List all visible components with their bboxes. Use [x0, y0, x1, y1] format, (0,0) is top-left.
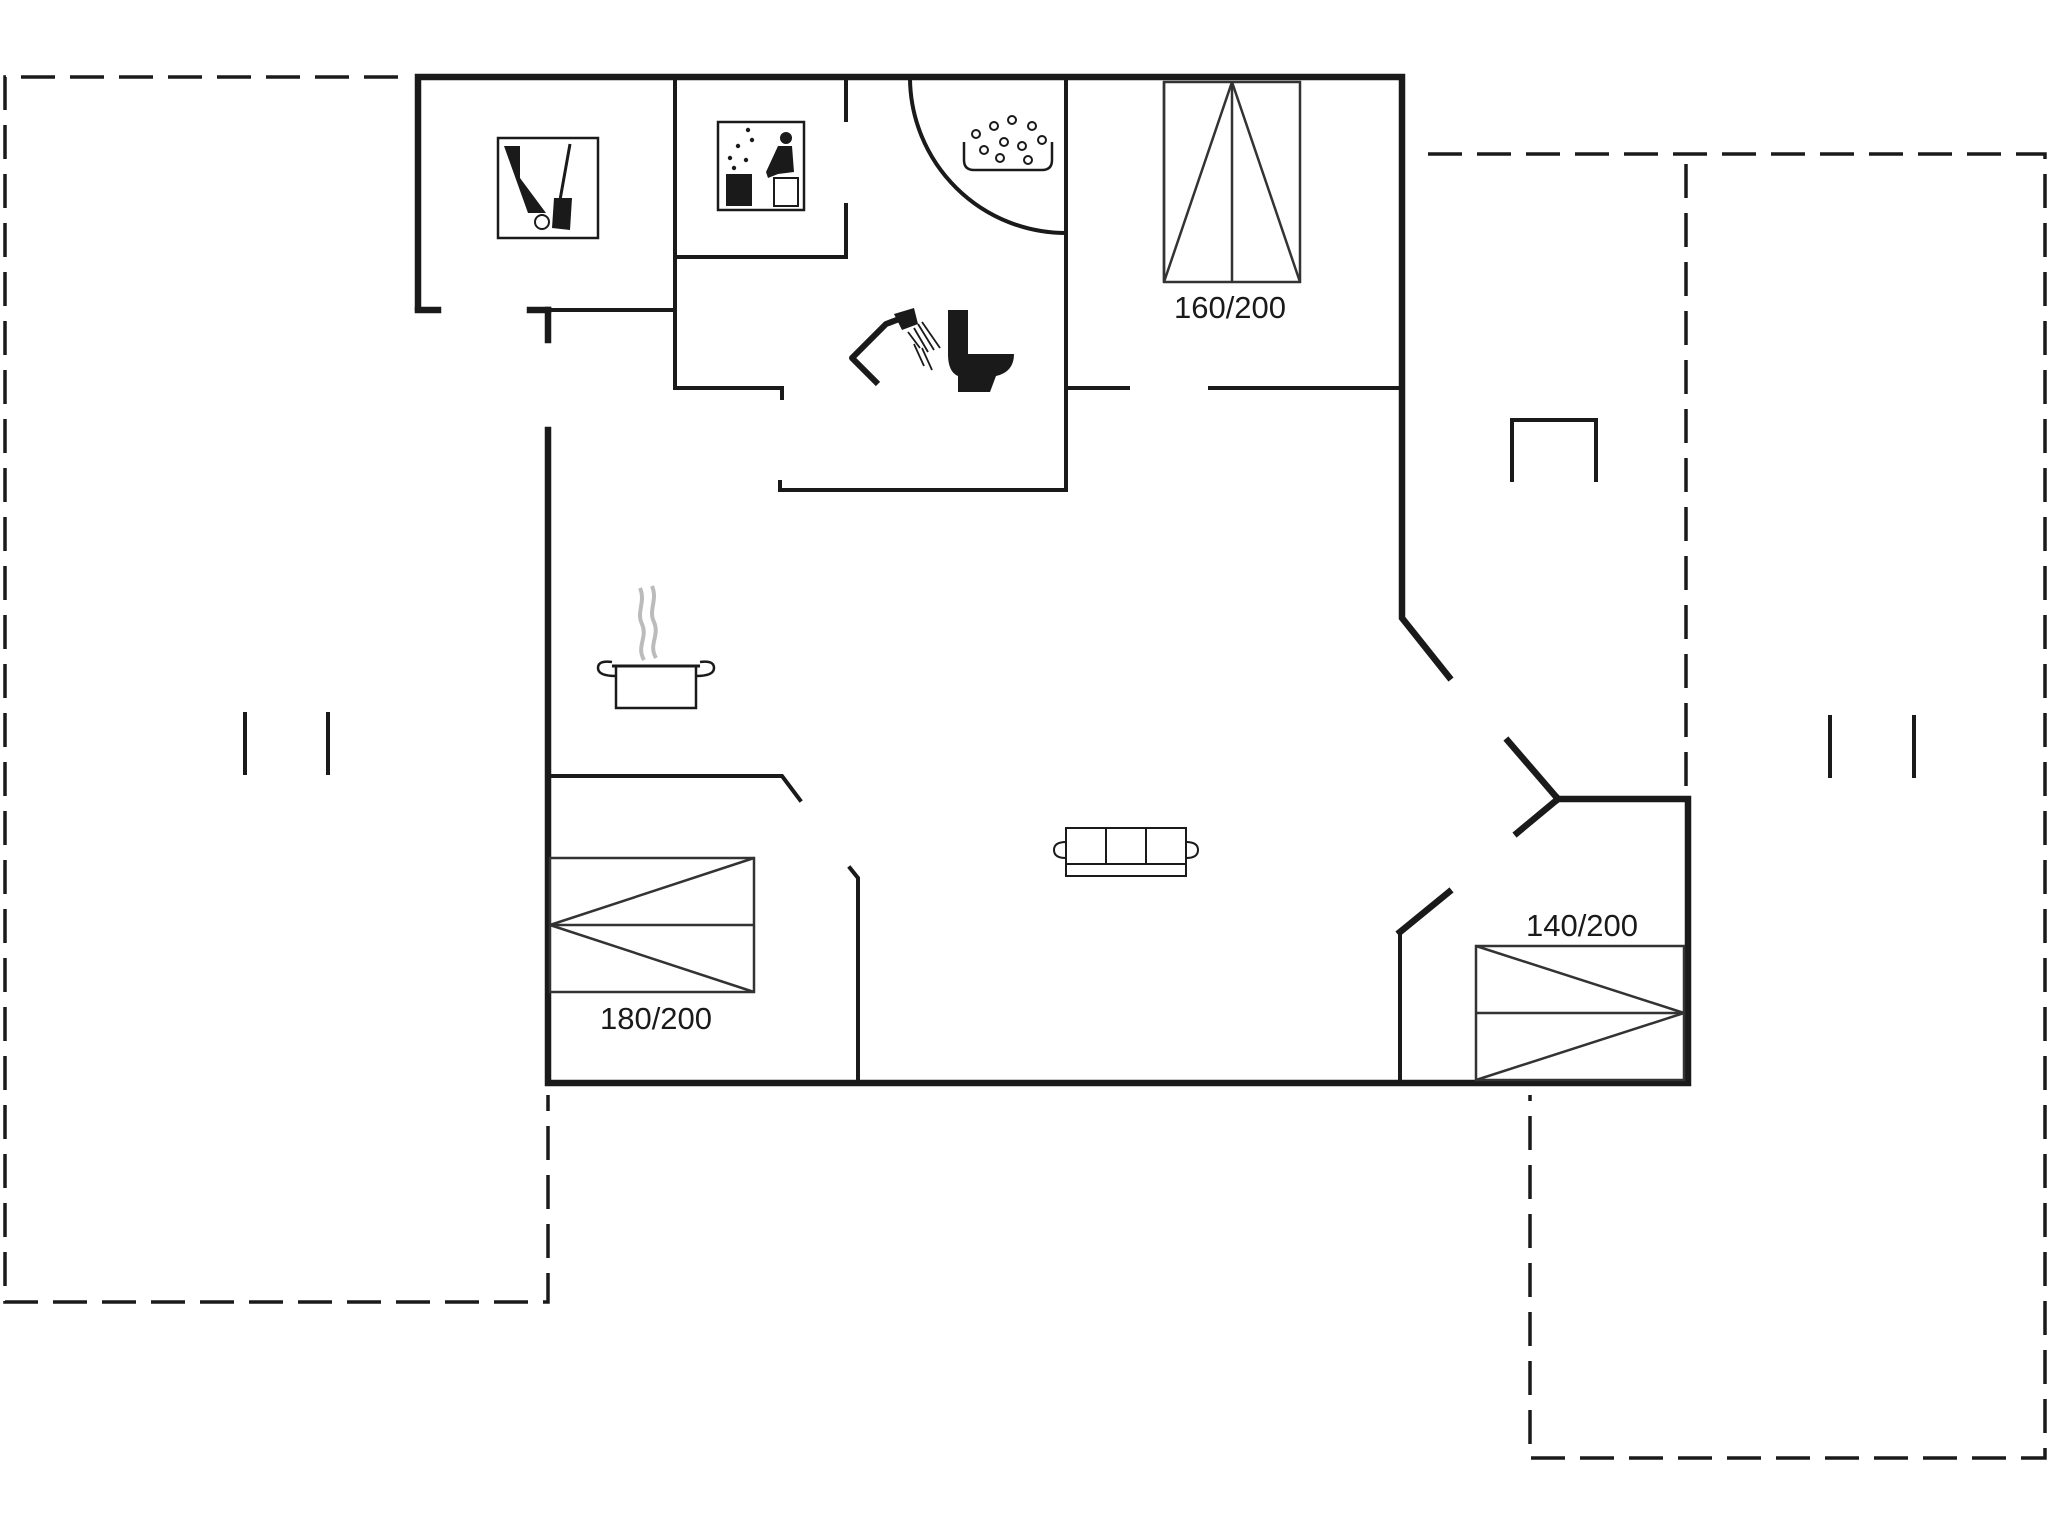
- cooking-pot-icon: [596, 585, 716, 710]
- bed-top: [1162, 80, 1302, 284]
- interior-walls: [243, 76, 1916, 1083]
- bed-right: [1474, 944, 1686, 1082]
- bed-right-size-label: 140/200: [1526, 908, 1638, 943]
- utility-room-icon: [496, 136, 600, 240]
- toilet-icon: [948, 310, 1014, 392]
- sauna-icon: [716, 120, 806, 212]
- sofa-icon: [1052, 827, 1200, 877]
- bed-top-size-label: 160/200: [1174, 290, 1286, 325]
- shower-icon: [849, 308, 941, 387]
- terrace-right: [1428, 152, 2047, 1460]
- bed-left-size-label: 180/200: [600, 1001, 712, 1036]
- exterior-walls: [414, 73, 1692, 1087]
- terrace-left: [3, 75, 550, 1304]
- spa-bath-icon: [962, 115, 1054, 172]
- bed-left: [548, 856, 756, 994]
